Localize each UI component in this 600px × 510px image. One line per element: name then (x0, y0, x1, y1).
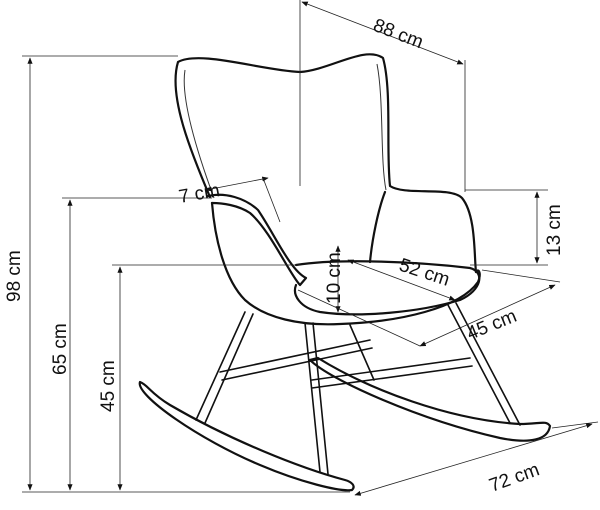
shell-bottom (210, 201, 481, 326)
label-45cm-height: 45 cm (98, 360, 119, 412)
seat-cushion (293, 260, 481, 316)
label-98cm: 98 cm (4, 250, 25, 302)
left-arm (206, 193, 308, 287)
chair-frame (195, 302, 521, 475)
right-rocker (308, 356, 552, 442)
label-10cm: 10 cm (324, 252, 345, 304)
label-88cm: 88 cm (370, 15, 426, 53)
right-arm-front (368, 190, 387, 264)
label-65cm: 65 cm (50, 323, 71, 375)
label-72cm: 72 cm (487, 459, 543, 496)
width-88-line (301, 1, 464, 65)
arm-7-line (205, 176, 269, 192)
left-rocker (138, 380, 355, 492)
label-52cm: 52 cm (396, 255, 452, 291)
chair-back (174, 53, 478, 274)
label-13cm: 13 cm (544, 204, 565, 256)
rocker-72-line (354, 423, 593, 496)
label-45cm-depth: 45 cm (464, 306, 520, 345)
depth-45-line (419, 284, 556, 347)
